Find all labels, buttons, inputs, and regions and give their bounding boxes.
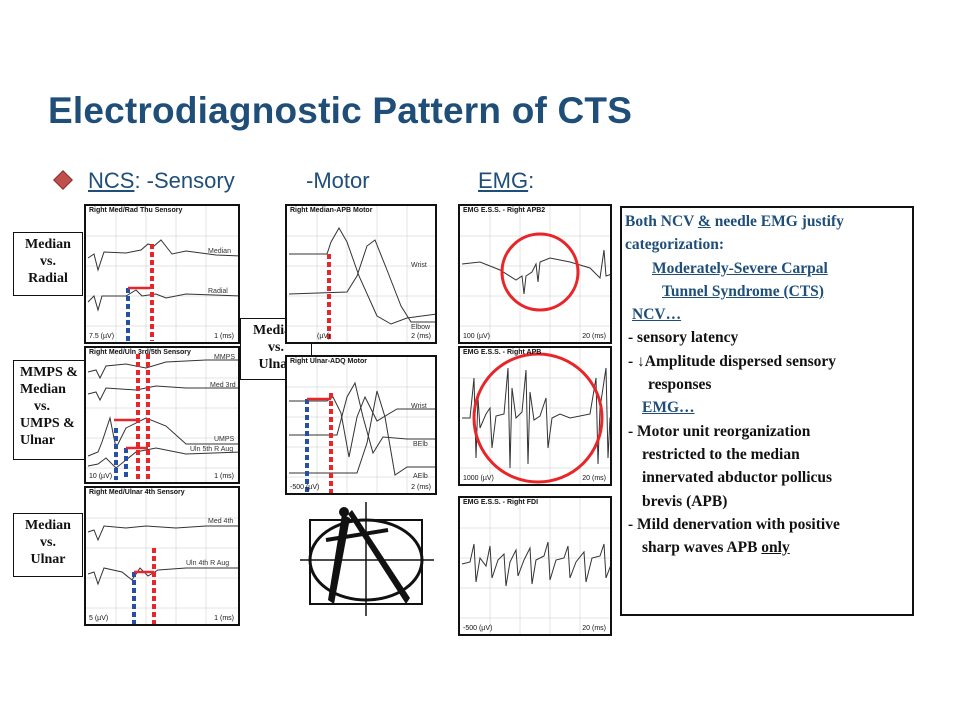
- scale-label: 7.5 (µV): [89, 333, 115, 340]
- scale-label: 2 (ms): [411, 484, 431, 491]
- summary-line: - ↓Amplitude dispersed sensory: [628, 352, 836, 370]
- panel-sensory-med-rad: Right Med/Rad Thu Sensory Median Radial …: [84, 204, 240, 344]
- summary-line: NCV…: [632, 306, 682, 324]
- emg-apb2-plot: [460, 206, 610, 342]
- trace-label: AElb: [413, 473, 428, 480]
- scale-label: 1 (ms): [214, 473, 234, 480]
- compass-caliper-icon: [298, 500, 436, 618]
- scale-label: 20 (ms): [582, 625, 606, 632]
- motor-apb-plot: [287, 206, 435, 342]
- summary-line: - Motor unit reorganization: [628, 422, 811, 440]
- emg-fdi-plot: [460, 498, 610, 634]
- trace-label: Wrist: [411, 403, 427, 410]
- panel-emg-apb2: EMG E.S.S. - Right APB2 100 (µV) 20 (ms): [458, 204, 612, 344]
- scale-label: 100 (µV): [463, 333, 490, 340]
- panel-sensory-3rd-5th: Right Med/Uln 3rd/5th Sensory MMPS Med 3…: [84, 346, 240, 484]
- panel-title: Right Median-APB Motor: [290, 207, 373, 214]
- summary-line: restricted to the median: [642, 445, 800, 463]
- trace-label: Uln 5th R Aug: [190, 446, 234, 453]
- trace-label: MMPS: [214, 354, 235, 361]
- summary-line: brevis (APB): [642, 492, 728, 510]
- trace-label: Wrist: [411, 262, 427, 269]
- ncs-label: NCS: [88, 168, 135, 193]
- sensory-med-rad-plot: [86, 206, 238, 342]
- panel-title: Right Med/Uln 3rd/5th Sensory: [89, 349, 191, 356]
- scale-label: (µV): [317, 333, 331, 340]
- sensory-3rd-5th-plot: [86, 348, 238, 482]
- trace-label: Median: [208, 248, 231, 255]
- trace-label: Uln 4th R Aug: [186, 560, 230, 567]
- panel-sensory-4th: Right Med/Ulnar 4th Sensory Med 4th Uln …: [84, 486, 240, 626]
- emg-header: EMG:: [478, 168, 535, 193]
- panel-title: Right Med/Ulnar 4th Sensory: [89, 489, 185, 496]
- emg-label: EMG: [478, 168, 529, 193]
- summary-line: Moderately-Severe Carpal: [652, 259, 828, 277]
- panel-emg-fdi: EMG E.S.S. - Right FDI -500 (µV) 20 (ms): [458, 496, 612, 636]
- panel-title: EMG E.S.S. - Right APB2: [463, 207, 546, 214]
- summary-line: innervated abductor pollicus: [642, 469, 833, 487]
- trace-label: Med 3rd: [210, 382, 236, 389]
- panel-title: EMG E.S.S. - Right FDI: [463, 499, 539, 506]
- trace-label: BElb: [413, 441, 428, 448]
- summary-line: sharp waves APB only: [642, 539, 790, 557]
- scale-label: 20 (ms): [582, 333, 606, 340]
- scale-label: 1 (ms): [214, 333, 234, 340]
- summary-box: Both NCV & needle EMG justify categoriza…: [620, 206, 914, 616]
- summary-line: - sensory latency: [628, 329, 739, 347]
- summary-line: categorization:: [625, 236, 724, 254]
- scale-label: 1 (ms): [214, 615, 234, 622]
- sensory-4th-plot: [86, 488, 238, 624]
- scale-label: 20 (ms): [582, 475, 606, 482]
- summary-line: - Mild denervation with positive: [628, 515, 840, 533]
- panel-title: EMG E.S.S. - Right APB: [463, 349, 542, 356]
- scale-label: -500 (µV): [290, 484, 320, 491]
- panel-title: Right Ulnar-ADQ Motor: [290, 358, 367, 365]
- motor-ado-plot: [287, 357, 435, 493]
- page-title: Electrodiagnostic Pattern of CTS: [48, 90, 633, 131]
- emg-apb-plot: [460, 348, 610, 484]
- scale-label: 10 (µV): [89, 473, 113, 480]
- trace-label: UMPS: [214, 436, 235, 443]
- scale-label: 1000 (µV): [463, 475, 494, 482]
- trace-label: Med 4th: [208, 518, 234, 525]
- panel-title: Right Med/Rad Thu Sensory: [89, 207, 183, 214]
- motor-header: -Motor: [306, 168, 370, 193]
- scale-label: -500 (µV): [463, 625, 493, 632]
- diamond-bullet-icon: [53, 170, 73, 190]
- scale-label: 5 (µV): [89, 615, 109, 622]
- summary-line: EMG…: [642, 399, 695, 417]
- trace-label: Elbow: [411, 324, 431, 331]
- sensory-label: : -Sensory: [134, 168, 235, 193]
- panel-motor-ado: Right Ulnar-ADQ Motor Wrist BElb AElb -5…: [285, 355, 437, 495]
- panel-motor-apb: Right Median-APB Motor Wrist Elbow (µV) …: [285, 204, 437, 344]
- scale-label: 2 (ms): [411, 333, 431, 340]
- panel-emg-apb: EMG E.S.S. - Right APB 1000 (µV) 20 (ms): [458, 346, 612, 486]
- down-arrow-icon: ↓: [637, 352, 645, 370]
- trace-label: Radial: [208, 288, 228, 295]
- summary-line: Both NCV & needle EMG justify: [625, 213, 844, 230]
- summary-line: responses: [648, 376, 712, 394]
- ncs-header: NCS: -Sensory: [88, 168, 235, 194]
- summary-line: Tunnel Syndrome (CTS): [662, 282, 824, 300]
